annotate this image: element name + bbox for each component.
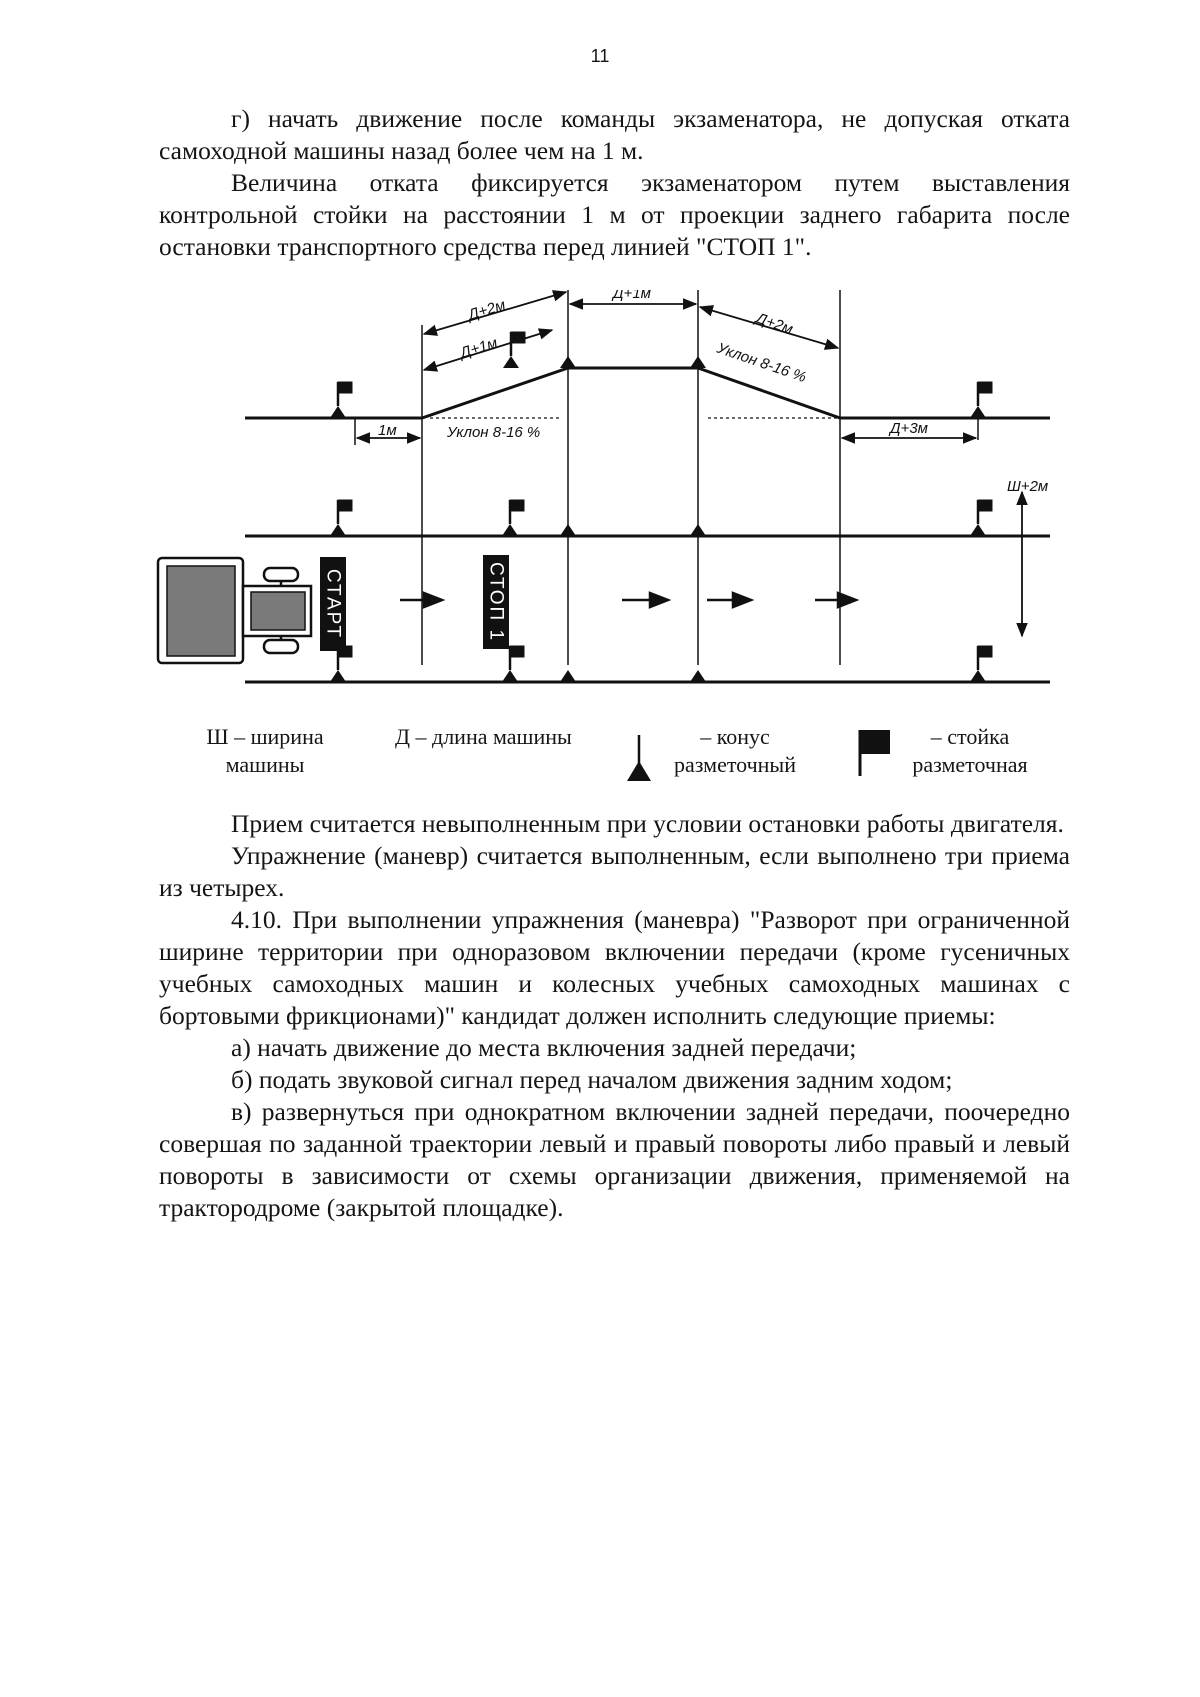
- label-d-plus-3m: Д+3м: [888, 420, 928, 437]
- flag-post-icon: [336, 381, 353, 406]
- cone-icon: [330, 670, 346, 682]
- label-d-plus-1m-left: Д+1м: [456, 334, 499, 362]
- flag-post-icon: [976, 645, 993, 670]
- legend-post: – стойка разметочная: [912, 724, 1028, 777]
- page-number: 11: [590, 46, 610, 66]
- paragraph-v: в) развернуться при однократном включени…: [159, 1097, 1070, 1222]
- paragraph-pass-condition: Упражнение (маневр) считается выполненны…: [159, 841, 1070, 902]
- arrow-right-icon: [400, 591, 446, 609]
- legend-width: Ш – ширина машины: [206, 724, 324, 777]
- vertical-guides: [354, 290, 979, 665]
- cones: [330, 356, 986, 682]
- ramp-profile: [245, 366, 1050, 420]
- cone-icon: [330, 406, 346, 418]
- flag-post-icon: [508, 499, 525, 524]
- cone-icon: [560, 524, 576, 536]
- cone-icon: [970, 524, 986, 536]
- flag-post-icon: [509, 331, 526, 356]
- flag-post-icon: [336, 645, 353, 670]
- cone-icon: [970, 406, 986, 418]
- label-slope-left: Уклон 8-16 %: [446, 424, 540, 441]
- label-d-plus-2m-left: Д+2м: [464, 296, 507, 324]
- text-block-top: г) начать движение после команды экзамен…: [159, 103, 1070, 263]
- flag-post-icon: [336, 499, 353, 524]
- cone-icon: [690, 356, 706, 368]
- w-plus-2m-ticks: [1006, 535, 1040, 683]
- label-d-plus-1m-top: Д+1м: [611, 290, 651, 302]
- legend-cone: – конус разметочный: [674, 724, 796, 777]
- legend-post-icon: [858, 730, 890, 776]
- stop-1-sign: СТОП 1: [483, 555, 509, 649]
- cone-icon: [503, 356, 519, 368]
- label-w-plus-2m: Ш+2м: [1007, 478, 1048, 495]
- start-sign-label: СТАРТ: [323, 569, 344, 639]
- legend-cone-icon: [627, 735, 651, 781]
- label-d-plus-2m-right: Д+2м: [752, 309, 795, 338]
- cone-icon: [690, 524, 706, 536]
- arrow-right-icon: [707, 591, 755, 609]
- paragraph-g: г) начать движение после команды экзамен…: [159, 104, 1070, 165]
- cone-icon: [970, 670, 986, 682]
- cone-icon: [502, 670, 518, 682]
- cone-icon: [560, 670, 576, 682]
- exercise-diagram: Д+2м Д+1м Д+1м Д+2м Уклон 8-16 % Уклон 8…: [156, 290, 1050, 684]
- legend-length: Д – длина машины: [395, 724, 572, 749]
- corridor-lines: [245, 534, 1050, 684]
- arrow-right-icon: [622, 591, 672, 609]
- flag-post-icon: [976, 499, 993, 524]
- cone-icon: [502, 524, 518, 536]
- start-sign: СТАРТ: [320, 557, 346, 651]
- tractor-icon: [156, 556, 313, 665]
- flag-post-icon: [508, 645, 525, 670]
- flag-post-icon: [976, 381, 993, 406]
- paragraph-b: б) подать звуковой сигнал перед началом …: [231, 1065, 953, 1094]
- direction-arrows: [400, 591, 860, 609]
- stop-1-sign-label: СТОП 1: [486, 562, 507, 642]
- paragraph-rollback: Величина отката фиксируется экзаменаторо…: [159, 168, 1070, 261]
- arrow-right-icon: [815, 591, 860, 609]
- label-1m: 1м: [378, 422, 397, 439]
- dimension-arrows: [355, 290, 1028, 638]
- cone-icon: [560, 356, 576, 368]
- flag-posts: [336, 331, 993, 670]
- paragraph-4-10: 4.10. При выполнении упражнения (маневра…: [159, 905, 1070, 1030]
- paragraph-a: а) начать движение до места включения за…: [231, 1033, 857, 1062]
- cone-icon: [330, 524, 346, 536]
- cone-icon: [690, 670, 706, 682]
- paragraph-fail-condition: Прием считается невыполненным при услови…: [231, 809, 1064, 838]
- text-block-bottom: Прием считается невыполненным при услови…: [159, 808, 1070, 1224]
